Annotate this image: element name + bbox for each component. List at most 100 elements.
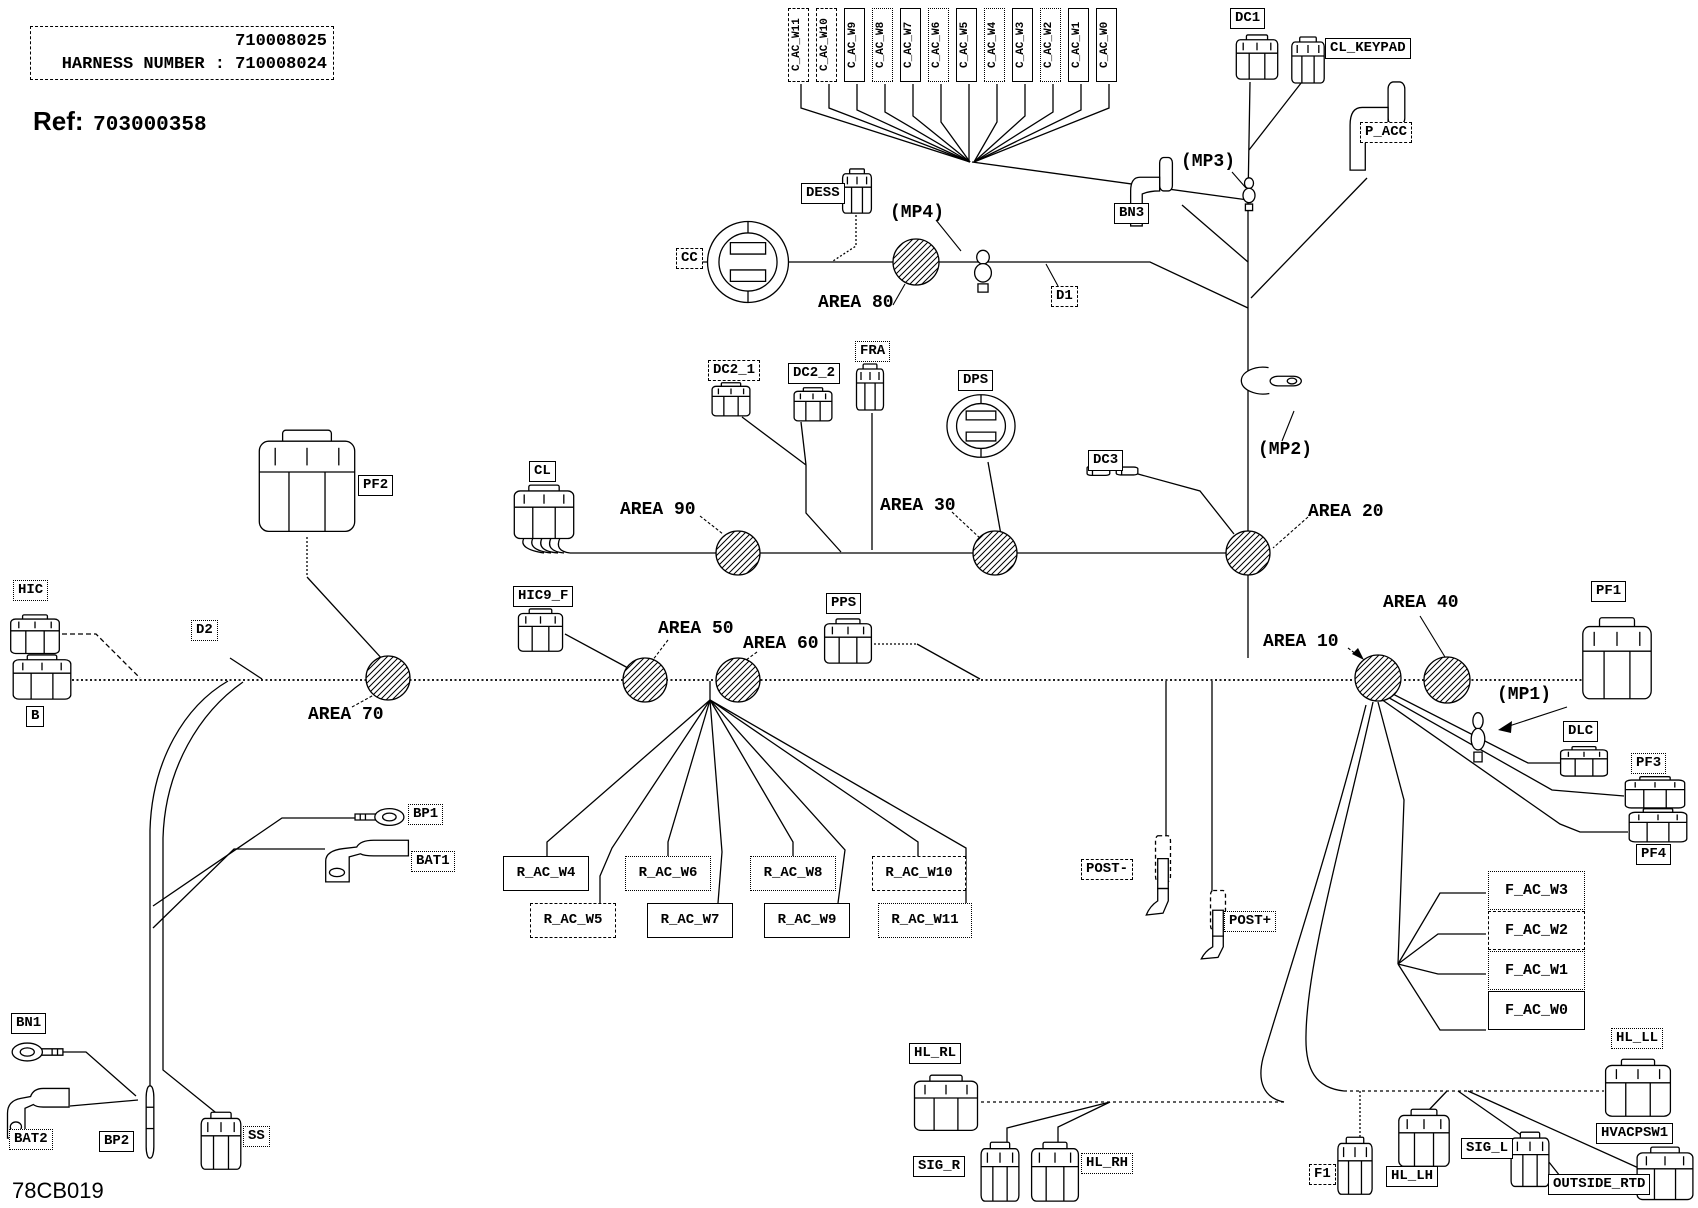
- leader-mp4: [935, 219, 962, 252]
- connector-hic9-f: [518, 608, 563, 652]
- label-r-ac-w7: R_AC_W7: [647, 903, 733, 938]
- connector-dps: [946, 394, 1016, 458]
- wire-hic: [62, 633, 141, 679]
- wire-d2-pointer: [229, 657, 263, 680]
- wire-bn1: [60, 1051, 137, 1097]
- label-post-minus: POST-: [1081, 859, 1134, 880]
- part-mp1: [1470, 712, 1486, 763]
- wire-hvacpsw1: [1467, 1090, 1644, 1171]
- label-mp3: (MP3): [1181, 152, 1236, 172]
- label-area-80: AREA 80: [818, 293, 894, 313]
- label-pf3: PF3: [1631, 753, 1667, 774]
- wire-pps-b: [916, 643, 981, 680]
- wire-rac-fan: [546, 681, 967, 904]
- label-hl-lh: HL_LH: [1386, 1166, 1439, 1187]
- area-60-node: [715, 657, 761, 703]
- label-post-plus: POST+: [1224, 911, 1277, 932]
- part-bn1: [11, 1042, 64, 1062]
- connector-pf1: [1582, 617, 1652, 700]
- connector-f1: [1337, 1136, 1373, 1195]
- area-50-node: [622, 657, 668, 703]
- label-c-ac-w0: C_AC_W0: [1096, 8, 1117, 82]
- area-10-node: [1354, 654, 1402, 702]
- connector-cl: [513, 484, 575, 539]
- label-pf2: PF2: [358, 475, 394, 496]
- label-dps: DPS: [958, 370, 994, 391]
- label-r-ac-w11: R_AC_W11: [878, 903, 972, 938]
- connector-sig-r: [980, 1141, 1020, 1202]
- label-area-70: AREA 70: [308, 705, 384, 725]
- wire-cl-keypad: [1248, 77, 1306, 151]
- connector-hl-rh: [1031, 1141, 1079, 1202]
- label-dc3: DC3: [1088, 450, 1124, 471]
- connector-dlc: [1560, 746, 1608, 777]
- part-bp2: [145, 1085, 155, 1159]
- leader-area80: [892, 283, 906, 306]
- label-area-40: AREA 40: [1383, 593, 1459, 613]
- label-b: B: [26, 706, 45, 727]
- wire-hl-lh: [1426, 1090, 1448, 1113]
- label-r-ac-w6: R_AC_W6: [625, 856, 711, 891]
- leader-mp1: [1502, 706, 1568, 729]
- part-post-plus: [1200, 890, 1226, 960]
- part-mp2: [1240, 366, 1302, 395]
- wire-cac-trunk: [971, 161, 1249, 201]
- wire-cc-branch: [700, 261, 1249, 309]
- label-p-acc: P_ACC: [1360, 122, 1413, 143]
- label-mp4: (MP4): [890, 203, 945, 223]
- label-cc: CC: [676, 248, 703, 269]
- label-pf1: PF1: [1591, 581, 1627, 602]
- wire-p-acc: [1250, 177, 1368, 299]
- part-bat1: [325, 839, 410, 883]
- connector-pf3: [1624, 776, 1686, 809]
- arrowhead-area10: [1352, 648, 1364, 660]
- wire-battery-b: [162, 681, 244, 1117]
- label-c-ac-w2: C_AC_W2: [1040, 8, 1061, 82]
- label-c-ac-w11: C_AC_W11: [788, 8, 809, 82]
- connector-pf2: [258, 429, 356, 533]
- wires: [18, 77, 1644, 1177]
- label-dlc: DLC: [1563, 721, 1599, 742]
- connector-dess: [842, 168, 872, 214]
- label-r-ac-w4: R_AC_W4: [503, 856, 589, 891]
- label-c-ac-w5: C_AC_W5: [956, 8, 977, 82]
- label-hic9-f: HIC9_F: [513, 586, 574, 607]
- connector-pf4: [1628, 808, 1688, 843]
- wire-hic9f: [564, 633, 629, 669]
- wire-bn3: [1181, 204, 1249, 263]
- label-f-ac-w3: F_AC_W3: [1488, 871, 1585, 910]
- label-f-ac-w0: F_AC_W0: [1488, 991, 1585, 1030]
- area-80-node: [892, 238, 940, 286]
- connector-cc: [706, 220, 790, 304]
- label-c-ac-w9: C_AC_W9: [844, 8, 865, 82]
- label-dc2-1: DC2_1: [708, 360, 761, 381]
- part-post-minus: [1145, 835, 1172, 916]
- leader-area90: [699, 515, 724, 535]
- label-f-ac-w1: F_AC_W1: [1488, 951, 1585, 990]
- label-c-ac-w6: C_AC_W6: [928, 8, 949, 82]
- label-area-60: AREA 60: [743, 634, 819, 654]
- wire-rear-curve-right: [1305, 701, 1374, 1092]
- label-dc2-2: DC2_2: [788, 363, 841, 384]
- ref-label: Ref:: [33, 106, 84, 136]
- wire-fac-trunk: [1377, 701, 1405, 965]
- wire-fac-fan: [1397, 892, 1486, 1031]
- wire-pf2-b: [306, 576, 385, 662]
- label-hic: HIC: [13, 580, 49, 601]
- wire-dess: [832, 215, 857, 262]
- label-hl-rh: HL_RH: [1081, 1153, 1134, 1174]
- connector-hic: [10, 614, 60, 654]
- label-bat2: BAT2: [9, 1129, 53, 1150]
- wire-rear-curve-left: [1260, 704, 1367, 1103]
- label-mp2: (MP2): [1258, 440, 1313, 460]
- connector-dc1: [1235, 34, 1279, 80]
- label-dc1: DC1: [1230, 8, 1266, 29]
- label-area-30: AREA 30: [880, 496, 956, 516]
- wire-bat1: [152, 848, 325, 929]
- leader-area40: [1419, 615, 1446, 658]
- leader-area50: [651, 639, 669, 662]
- leader-mp2: [1281, 410, 1295, 442]
- part-mp4: [974, 250, 992, 293]
